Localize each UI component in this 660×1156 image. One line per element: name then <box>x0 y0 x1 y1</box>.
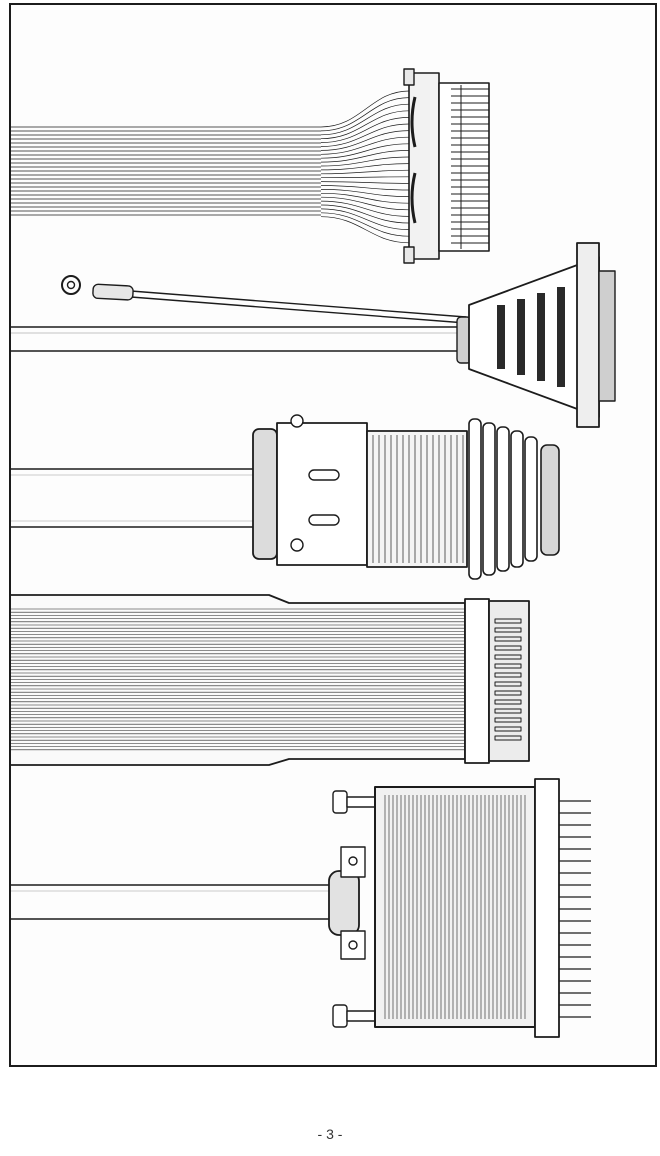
drawing-stroke <box>320 189 410 197</box>
drawing-stroke <box>320 181 410 184</box>
drawing-stroke <box>320 136 410 155</box>
drawing-stroke <box>320 216 410 244</box>
drawing-stroke <box>320 212 410 237</box>
drawing-stroke <box>494 672 522 678</box>
drawing-stroke <box>320 103 410 136</box>
drawing-stroke <box>517 299 525 375</box>
drawing-stroke <box>320 123 410 147</box>
drawing-stroke <box>320 150 410 163</box>
rectangular-pin-connector-cable <box>11 778 591 1038</box>
drawing-stroke <box>524 436 538 562</box>
drawing-stroke <box>320 130 410 151</box>
drawing-stroke <box>494 717 522 723</box>
drawing-stroke <box>320 185 410 191</box>
drawing-stroke <box>320 163 410 171</box>
drawing-stroke <box>320 110 410 140</box>
ribbon-cable-edge-connector <box>11 68 490 264</box>
d-sub-connector-cable <box>11 242 616 428</box>
drawing-stroke <box>537 293 545 381</box>
drawing-stroke <box>494 699 522 705</box>
flat-cable-idc-connector <box>11 594 530 766</box>
drawing-stroke <box>494 708 522 714</box>
drawing-stroke <box>496 426 510 572</box>
drawing-stroke <box>494 726 522 732</box>
drawing-stroke <box>510 430 524 568</box>
drawing-stroke <box>494 627 522 633</box>
drawing-stroke <box>320 156 410 167</box>
drawing-stroke <box>320 208 410 230</box>
illustration-frame <box>9 3 657 1067</box>
drawing-stroke <box>320 196 410 211</box>
drawing-stroke <box>494 618 522 624</box>
drawing-stroke <box>494 681 522 687</box>
circular-connector-cable <box>11 414 560 580</box>
drawing-stroke <box>320 200 410 217</box>
drawing-stroke <box>497 305 505 369</box>
drawing-stroke <box>494 645 522 651</box>
drawing-stroke <box>320 204 410 224</box>
drawing-stroke <box>320 192 410 204</box>
drawing-stroke <box>320 117 410 143</box>
drawing-stroke <box>320 169 410 175</box>
drawing-stroke <box>494 690 522 696</box>
page-number: - 3 - <box>317 1126 343 1142</box>
drawing-stroke <box>320 176 410 179</box>
drawing-stroke <box>557 287 565 387</box>
drawing-stroke <box>494 654 522 660</box>
cable-assemblies-drawing <box>11 68 616 1038</box>
drawing-stroke <box>320 143 410 159</box>
drawing-stroke <box>494 663 522 669</box>
drawing-stroke <box>320 97 410 132</box>
drawing-stroke <box>494 636 522 642</box>
drawing-stroke <box>468 418 482 580</box>
drawing-stroke <box>494 735 522 741</box>
drawing-stroke <box>482 422 496 576</box>
drawing-stroke <box>320 90 410 128</box>
